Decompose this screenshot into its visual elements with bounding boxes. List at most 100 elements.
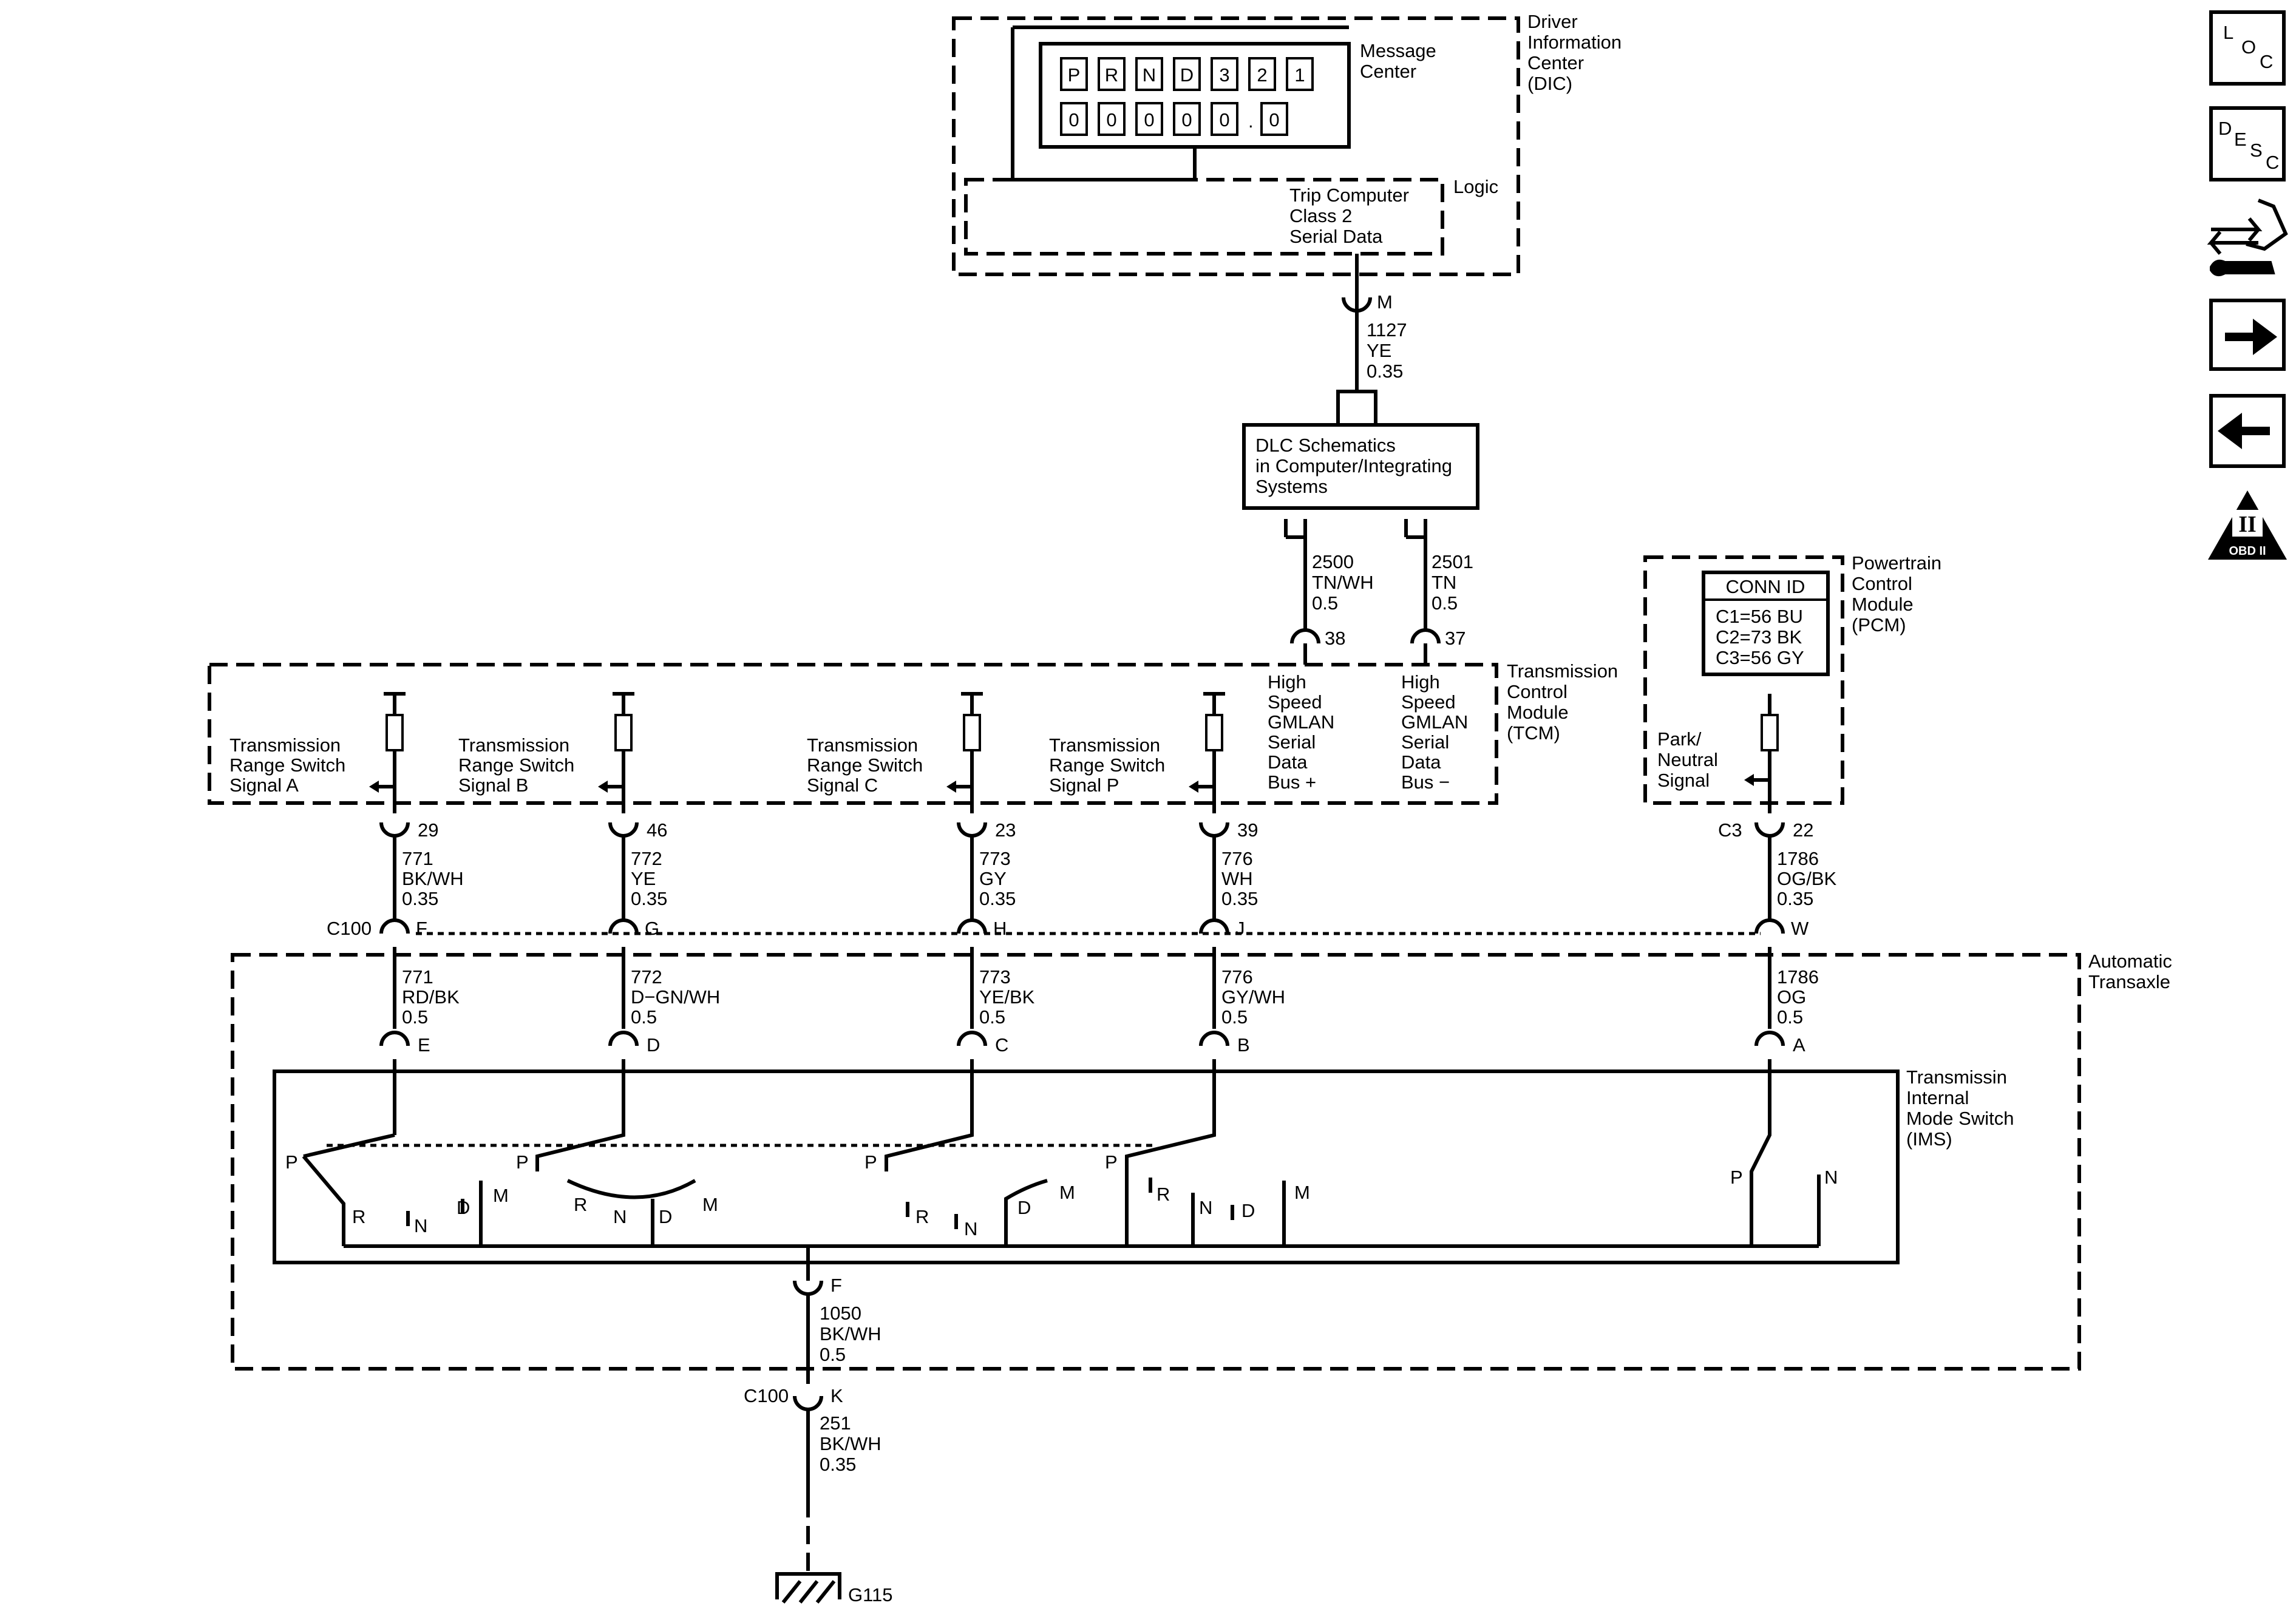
dlc-text-2: in Computer/Integrating xyxy=(1255,455,1452,476)
transaxle-title-1: Automatic xyxy=(2088,951,2172,972)
gear-char-3: D xyxy=(1180,64,1194,86)
sig-0-tcm-terminal xyxy=(379,822,410,838)
dlc-top-tab xyxy=(1336,390,1377,425)
wire-1127-color: YE xyxy=(1367,340,1391,361)
dlc-schematics-box[interactable]: DLC Schematics in Computer/Integrating S… xyxy=(1242,423,1479,510)
pcm-terminal xyxy=(1754,822,1785,838)
ground-c100-terminal xyxy=(793,1395,823,1411)
transaxle-title-2: Transaxle xyxy=(2088,971,2170,992)
gear-char-0: P xyxy=(1068,64,1081,86)
tcm-boundary xyxy=(208,663,1498,805)
sig-1-resistor xyxy=(614,714,633,751)
sig-0-label-2: Signal A xyxy=(229,775,299,796)
sig-2-tcm-terminal xyxy=(957,822,987,838)
wire-1127-gauge: 0.35 xyxy=(1367,361,1403,382)
sig-1-wire2-0: 772 xyxy=(631,966,662,988)
dic-title-4: (DIC) xyxy=(1527,73,1572,94)
next-button[interactable] xyxy=(2209,299,2286,371)
ims-title-4: (IMS) xyxy=(1906,1128,1952,1150)
wire-1050-color: BK/WH xyxy=(820,1323,881,1344)
sig-0-wire1-1: BK/WH xyxy=(402,868,464,889)
wire-2501-gauge: 0.5 xyxy=(1432,592,1458,614)
transaxle-boundary xyxy=(231,953,2081,1371)
ims-title-2: Internal xyxy=(1906,1087,1969,1108)
sig-0-resistor xyxy=(385,714,404,751)
dic-boundary xyxy=(952,16,1520,276)
logic-boundary xyxy=(964,178,1444,256)
ims-title-3: Mode Switch xyxy=(1906,1108,2014,1129)
sig-1-c100-terminal xyxy=(608,918,639,934)
gmlan-plus-line-0: High xyxy=(1268,671,1306,693)
pcm-ims-pin: A xyxy=(1793,1034,1805,1056)
ground-symbol-frame xyxy=(775,1572,841,1599)
sig-1-pullup xyxy=(613,692,634,715)
dic-title-2: Information xyxy=(1527,32,1622,53)
gmlan-plus-line-4: Data xyxy=(1268,751,1308,773)
sig-1-tcm-terminal xyxy=(608,822,639,838)
sig-1-wire1-0: 772 xyxy=(631,848,662,869)
wire-251-color: BK/WH xyxy=(820,1433,881,1454)
sig-3-wire1-0: 776 xyxy=(1221,848,1253,869)
loc-frame[interactable] xyxy=(2209,10,2286,86)
gmlan-plus-line-3: Serial xyxy=(1268,731,1316,753)
obd-ii-badge xyxy=(2232,510,2263,537)
obd-ii-button[interactable]: II OBD II xyxy=(2208,490,2287,560)
ims-ground-pin-terminal xyxy=(793,1280,823,1296)
tcm-pin-38-terminal xyxy=(1290,628,1320,644)
previous-button[interactable] xyxy=(2209,394,2286,468)
logic-label: Logic xyxy=(1453,176,1498,197)
gmlan-minus-line-4: Data xyxy=(1401,751,1441,773)
switch-e-m: M xyxy=(493,1185,509,1206)
sig-3-wire2-2: 0.5 xyxy=(1221,1006,1248,1028)
switch-c-n: N xyxy=(964,1218,977,1239)
sig-0-label-0: Transmission xyxy=(229,734,341,756)
switch-d-d: D xyxy=(659,1206,672,1227)
ground-label: G115 xyxy=(848,1584,893,1605)
message-center-label-1: Message xyxy=(1360,40,1436,61)
sig-3-wire1-1: WH xyxy=(1221,868,1253,889)
sig-2-c100-terminal xyxy=(957,918,987,934)
odo-cell-dot: . xyxy=(1248,110,1254,132)
wire-2501-color: TN xyxy=(1432,572,1456,593)
tcm-title-1: Transmission xyxy=(1507,660,1618,682)
sig-0-wire2-1: RD/BK xyxy=(402,986,460,1008)
desc-button[interactable]: D E S C xyxy=(2209,106,2286,181)
gmlan-minus-line-2: GMLAN xyxy=(1401,711,1468,733)
switch-a-p: P xyxy=(1730,1167,1743,1188)
sig-3-c100-pin: J xyxy=(1235,918,1245,939)
dic-module: Driver Information Center (DIC) Message … xyxy=(952,11,1622,425)
sig-3-internal-wire xyxy=(1197,750,1216,813)
switch-c-terminals xyxy=(906,1202,958,1229)
wire-1127-number: 1127 xyxy=(1367,319,1407,341)
conn-id-box xyxy=(1702,571,1830,676)
dlc-text-3: Systems xyxy=(1255,476,1328,497)
odo-char-1: 0 xyxy=(1106,109,1116,131)
obd-ii-numeral: II xyxy=(2238,512,2257,537)
dlc-box[interactable] xyxy=(1242,423,1479,510)
odo-char-0: 0 xyxy=(1068,109,1079,131)
pcm-module: Powertrain Control Module (PCM) CONN ID … xyxy=(1643,552,1941,1071)
gear-char-1: R xyxy=(1105,64,1118,86)
pcm-signal-2: Neutral xyxy=(1657,749,1718,770)
switch-d-p: P xyxy=(516,1151,529,1173)
tcm-title-2: Control xyxy=(1507,681,1567,702)
switch-b-d: D xyxy=(1241,1200,1255,1221)
sig-0-wire1-0: 771 xyxy=(402,848,433,869)
loc-button[interactable]: L O C xyxy=(2209,10,2286,86)
sig-2-label-1: Range Switch xyxy=(807,754,923,776)
connector-wrench-icon[interactable] xyxy=(2207,198,2288,277)
switch-e-terminals xyxy=(406,1181,483,1246)
wire-2501 xyxy=(1404,519,1427,631)
ims-switch-group-c: P R N D M xyxy=(864,1071,1075,1246)
pcm-wire1-2: 0.35 xyxy=(1777,888,1813,909)
message-center-display xyxy=(1039,42,1351,149)
sig-2-resistor xyxy=(963,714,981,751)
gmlan-stubs xyxy=(1303,643,1427,665)
gear-char-2: N xyxy=(1143,64,1156,86)
desc-frame[interactable] xyxy=(2209,106,2286,181)
pcm-ims-terminal xyxy=(1754,1031,1785,1046)
odo-cell-4 xyxy=(1211,102,1238,136)
loc-letter-c: C xyxy=(2260,51,2273,72)
